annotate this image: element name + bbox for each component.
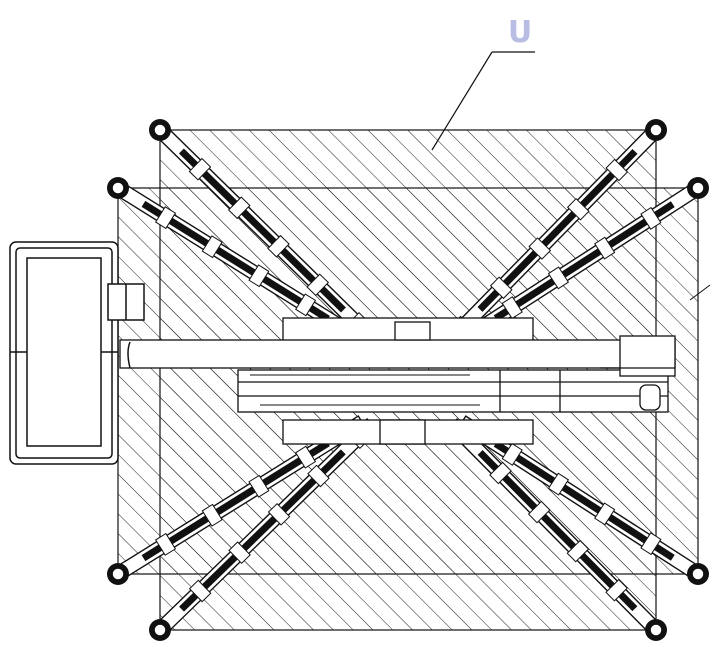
outrigger-arm	[120, 415, 367, 577]
outrigger-foot-icon	[645, 619, 667, 641]
outrigger-foot-icon	[149, 619, 171, 641]
outrigger-arm	[446, 418, 657, 631]
outrigger-foot-icon	[687, 177, 709, 199]
outrigger-foot-icon	[687, 563, 709, 585]
boom-icon	[250, 374, 480, 406]
outrigger-arm	[457, 185, 697, 347]
callout-label: U	[508, 15, 532, 50]
callout-u: U	[431, 15, 535, 151]
chassis	[119, 317, 676, 445]
outrigger-foot-icon	[149, 119, 171, 141]
outrigger-arms	[120, 129, 697, 631]
outrigger-foot-icon	[107, 563, 129, 585]
platform-basket-icon	[9, 241, 145, 465]
outrigger-foot-icon	[107, 177, 129, 199]
outrigger-feet	[107, 119, 709, 641]
side-callout-leader	[689, 284, 711, 301]
outrigger-foot-icon	[645, 119, 667, 141]
outrigger-arm	[457, 415, 697, 577]
